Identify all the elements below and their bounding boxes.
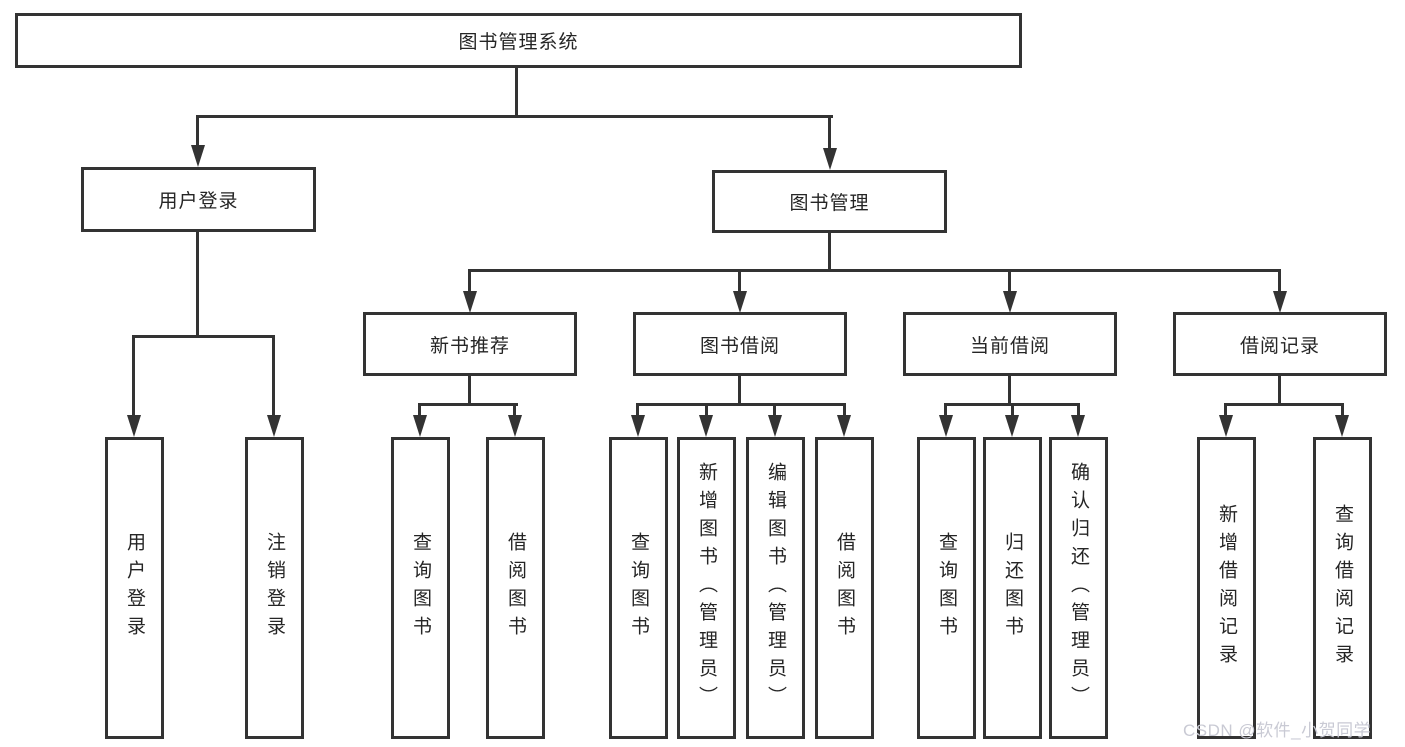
node-label: 查询图书 [410, 532, 431, 644]
node-recommend-query-books: 查询图书 [391, 437, 450, 739]
arrowhead [413, 415, 427, 437]
connector-recommend-stem [468, 375, 471, 406]
node-label: 新增图书（管理员） [696, 462, 717, 714]
arrowhead [768, 415, 782, 437]
connector-drop-book-borrow [738, 269, 741, 292]
connector-drop-new-book [468, 269, 471, 292]
arrowhead-book-borrow [733, 291, 747, 313]
node-current-query-books: 查询图书 [917, 437, 976, 739]
connector-drop [636, 403, 639, 416]
arrowhead-borrow-records [1273, 291, 1287, 313]
arrowhead [631, 415, 645, 437]
connector-current-stem [1008, 375, 1011, 406]
connector-drop-user-login [196, 115, 199, 147]
arrowhead [508, 415, 522, 437]
connector-records-branch-line [1224, 403, 1344, 406]
arrowhead [1219, 415, 1233, 437]
node-label: 图书管理 [789, 193, 870, 214]
csdn-watermark: CSDN @软件_小贺同学 [1183, 721, 1372, 740]
connector-book-management-stem [828, 232, 831, 272]
node-label: 当前借阅 [969, 335, 1050, 357]
node-label: 查询借阅记录 [1332, 504, 1353, 672]
connector-drop [1341, 403, 1344, 416]
connector-recommend-branch-line [418, 403, 518, 406]
node-current-return-books: 归还图书 [983, 437, 1042, 739]
connector-user-login-branch-line [132, 335, 275, 338]
arrowhead [699, 415, 713, 437]
node-label: 新书推荐 [429, 335, 510, 357]
node-current-confirm-return-admin: 确认归还（管理员） [1049, 437, 1108, 739]
connector-drop [773, 403, 776, 416]
node-recommend-borrow-books: 借阅图书 [486, 437, 545, 739]
node-label: 查询图书 [936, 532, 957, 644]
arrowhead-user-login [191, 145, 205, 167]
node-label: 借阅记录 [1239, 335, 1320, 357]
node-label: 用户登录 [158, 191, 239, 212]
arrowhead [1071, 415, 1085, 437]
node-current-borrowing: 当前借阅 [903, 312, 1117, 376]
connector-drop-book-management [828, 115, 831, 150]
arrowhead [1335, 415, 1349, 437]
arrowhead [1005, 415, 1019, 437]
node-book-borrowing: 图书借阅 [633, 312, 847, 376]
connector-drop-current-borrow [1008, 269, 1011, 292]
arrowhead-book-management [823, 148, 837, 170]
connector-drop [1077, 403, 1080, 416]
node-borrowing-records: 借阅记录 [1173, 312, 1387, 376]
connector-drop [513, 403, 516, 416]
connector-drop-login-leaf [132, 335, 135, 415]
connector-user-login-stem [196, 231, 199, 337]
node-user-login: 用户登录 [81, 167, 316, 232]
arrowhead-new-book [463, 291, 477, 313]
node-label: 图书借阅 [699, 335, 780, 357]
node-records-add-borrow-record: 新增借阅记录 [1197, 437, 1256, 739]
connector-drop [1011, 403, 1014, 416]
node-borrowing-borrow-books: 借阅图书 [815, 437, 874, 739]
connector-borrowing-stem [738, 375, 741, 406]
node-label: 用户登录 [124, 532, 145, 644]
node-label: 图书管理系统 [458, 32, 579, 53]
arrowhead-current-borrow [1003, 291, 1017, 313]
connector-drop [944, 403, 947, 416]
connector-drop [1224, 403, 1227, 416]
node-library-management-system: 图书管理系统 [15, 13, 1022, 68]
node-borrowing-query-books: 查询图书 [609, 437, 668, 739]
node-label: 借阅图书 [834, 532, 855, 644]
connector-borrowing-branch-line [636, 403, 846, 406]
connector-drop-borrow-records [1278, 269, 1281, 292]
node-label: 借阅图书 [505, 532, 526, 644]
node-label: 归还图书 [1002, 532, 1023, 644]
node-label: 编辑图书（管理员） [765, 462, 786, 714]
connector-drop [705, 403, 708, 416]
node-label: 查询图书 [628, 532, 649, 644]
arrowhead [837, 415, 851, 437]
node-label: 新增借阅记录 [1216, 504, 1237, 672]
connector-drop [418, 403, 421, 416]
node-borrowing-add-books-admin: 新增图书（管理员） [677, 437, 736, 739]
connector-records-stem [1278, 375, 1281, 406]
arrowhead-logout-leaf [267, 415, 281, 437]
connector-book-management-branch-line [468, 269, 1281, 272]
connector-drop [843, 403, 846, 416]
node-user-login-leaf: 用户登录 [105, 437, 164, 739]
node-new-book-recommend: 新书推荐 [363, 312, 577, 376]
node-book-management: 图书管理 [712, 170, 947, 233]
connector-drop-logout-leaf [272, 335, 275, 415]
node-records-query-borrow-record: 查询借阅记录 [1313, 437, 1372, 739]
arrowhead [939, 415, 953, 437]
node-label: 注销登录 [264, 532, 285, 644]
node-label: 确认归还（管理员） [1068, 462, 1089, 714]
connector-root-stem [515, 68, 518, 118]
node-logout-leaf: 注销登录 [245, 437, 304, 739]
node-borrowing-edit-books-admin: 编辑图书（管理员） [746, 437, 805, 739]
arrowhead-login-leaf [127, 415, 141, 437]
connector-root-branch-line [196, 115, 833, 118]
